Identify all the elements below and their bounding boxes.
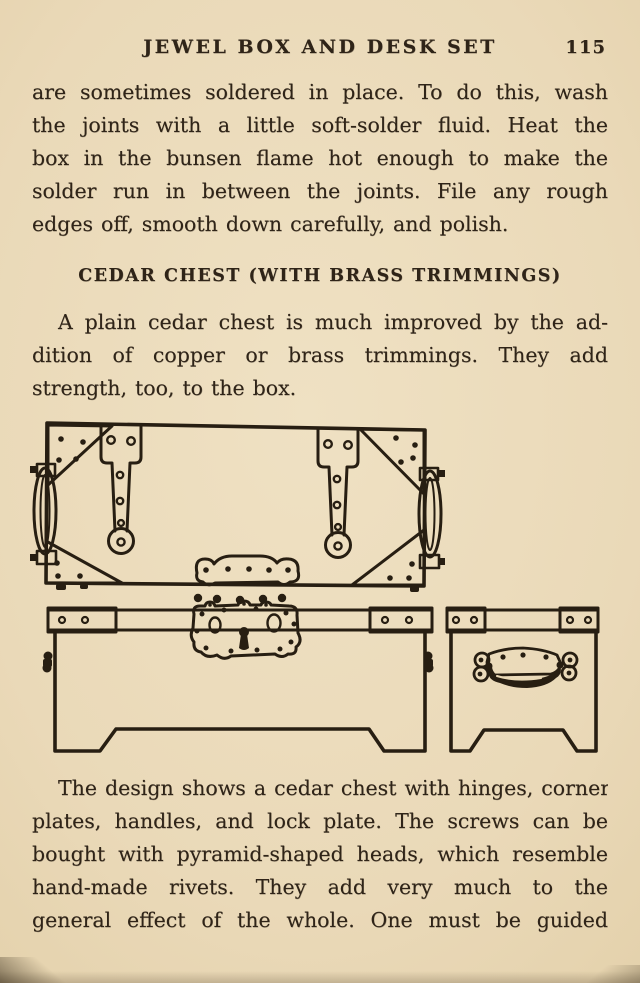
cedar-chest-drawing [30, 421, 600, 753]
side-handle-right [417, 466, 445, 570]
band-corner-plate-left [445, 606, 487, 634]
cedar-chest-figure [0, 413, 640, 765]
text-line: A plain cedar chest is much improved by … [58, 310, 608, 334]
band-corner-plate-right [558, 606, 600, 634]
band-end-plate-left [46, 606, 118, 634]
text-line: The design shows a cedar chest with hing… [58, 776, 608, 800]
strap-hinge-right [316, 427, 360, 559]
lock-plate [189, 599, 302, 660]
text-line: general effect of the whole. One must be… [32, 908, 608, 932]
drop-handle [472, 646, 579, 688]
corner-plate-tr [358, 427, 426, 496]
front-outline [53, 630, 427, 753]
lid-outline [44, 421, 427, 588]
end-outline [449, 630, 598, 753]
band-rivets-end [451, 615, 593, 625]
text-line: hand-made rivets. They add very much to … [32, 875, 608, 899]
paragraph-soldering: are sometimes soldered in place. To do t… [32, 76, 608, 241]
band-rivets [57, 615, 414, 625]
text-line: edges off, smooth down carefully, and po… [32, 212, 509, 236]
text-line: strength, too, to the box. [32, 376, 297, 400]
corner-plate-bl [44, 539, 124, 585]
top-view-lid [30, 421, 445, 605]
page-number: 115 [565, 37, 606, 58]
text-line: box in the bunsen flame hot enough to ma… [32, 146, 608, 170]
running-header: JEWEL BOX AND DESK SET [143, 36, 497, 58]
strap-hinge-left [99, 423, 143, 555]
section-heading: CEDAR CHEST (WITH BRASS TRIMMINGS) [78, 266, 562, 286]
band-end-plate-right [368, 606, 434, 634]
side-clasp-right [423, 651, 434, 673]
hasp-plate [193, 554, 301, 605]
scan-shadow-bottom [0, 971, 640, 983]
keyhole [239, 627, 249, 650]
text-line: plates, handles, and lock plate. The scr… [32, 809, 608, 833]
text-line: are sometimes soldered in place. To do t… [32, 80, 608, 104]
handle-bail [488, 665, 561, 688]
page-header: JEWEL BOX AND DESK SET 115 [32, 36, 608, 62]
text-line: bought with pyramid-shaped heads, which … [32, 842, 608, 866]
text-line: solder run in between the joints. File a… [32, 179, 608, 203]
side-clasp-left [42, 651, 53, 673]
paragraph-design-description: The design shows a cedar chest with hing… [32, 772, 608, 937]
side-handle-left [30, 462, 58, 566]
corner-rivets [54, 435, 419, 592]
front-view [42, 599, 434, 753]
lid-band [46, 608, 434, 632]
text-line: dition of copper or brass trimmings. The… [32, 343, 608, 367]
text-line: the joints with a little soft-solder flu… [32, 113, 608, 137]
corner-plate-br [350, 528, 426, 587]
paragraph-cedar-chest-intro: A plain cedar chest is much improved by … [32, 306, 608, 405]
scan-shadow-bottom-right [570, 965, 640, 983]
corner-plate-tl [46, 423, 114, 487]
end-view [445, 606, 600, 753]
lid-band-end [445, 608, 600, 632]
scan-shadow-bottom-left [0, 957, 90, 983]
